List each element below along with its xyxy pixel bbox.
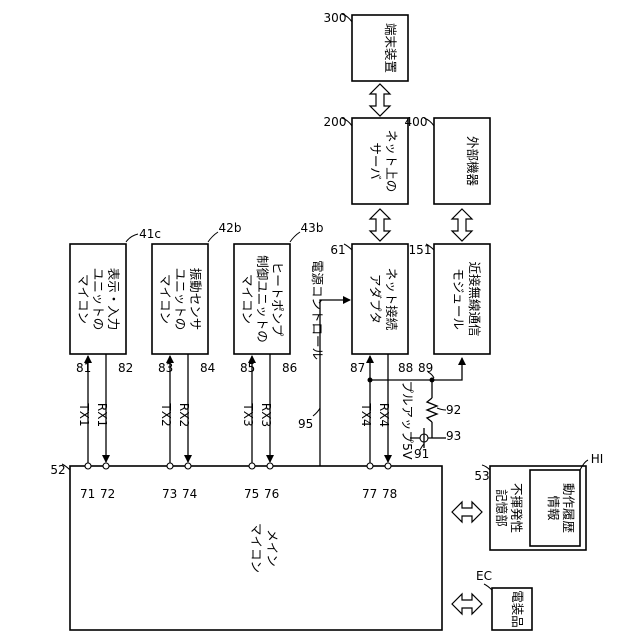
display-mcu-label-line1: 表示・入力 (106, 268, 121, 331)
near-field-wireless-module: 近接無線通信 モジュール 151 (409, 243, 490, 354)
ref-75: 75 (244, 487, 259, 501)
ref-83: 83 (158, 361, 173, 375)
ref-74: 74 (182, 487, 197, 501)
ref-93: 93 (446, 429, 461, 443)
server-label-line2: サーバ (368, 142, 383, 179)
vibration-mcu-label-line2: ユニットの (173, 268, 188, 331)
nvm-ref: 53 (474, 469, 489, 483)
rx4-label: RX4 (377, 403, 391, 427)
heatpump-mcu-label-line3: マイコン (240, 274, 255, 324)
history-label-line1: 動作履歴 (561, 483, 576, 533)
tx2-label: TX2 (159, 402, 173, 426)
pullup-5v-label: プルアップ5V (400, 380, 415, 459)
main-mcu-ref: 52 (50, 463, 65, 477)
ref-78: 78 (382, 487, 397, 501)
external-device-label: 外部機器 (465, 136, 480, 187)
nvm-label-line1: 不揮発性 (509, 483, 524, 533)
rx1-label: RX1 (95, 403, 109, 427)
tx4-label: TX4 (359, 402, 373, 426)
double-arrow-main-appliance (452, 594, 482, 614)
net-connection-adapter: ネット接続 アダプタ 61 (330, 243, 408, 354)
ref-92: 92 (446, 403, 461, 417)
display-input-mcu: 表示・入力 ユニットの マイコン 41c (70, 227, 161, 354)
ref-95: 95 (298, 417, 313, 431)
heatpump-mcu-ref: 43b (301, 221, 324, 235)
ref-77: 77 (362, 487, 377, 501)
ref-81: 81 (76, 361, 91, 375)
double-arrow-external-wireless (452, 209, 472, 241)
history-ref: HI (591, 452, 604, 466)
terminal-device: 端末装置 300 (324, 11, 408, 81)
appliance-label: 電装品 (510, 590, 525, 628)
wireless-label-line1: 近接無線通信 (467, 261, 482, 336)
vibration-mcu-label-line3: マイコン (158, 274, 173, 324)
wireless-label-line2: モジュール (451, 268, 466, 330)
external-device-ref: 400 (405, 115, 428, 129)
rx2-label: RX2 (177, 403, 191, 427)
ref-84: 84 (200, 361, 215, 375)
vibration-mcu-ref: 42b (219, 221, 242, 235)
ref-76: 76 (264, 487, 279, 501)
history-label-line2: 情報 (546, 495, 561, 521)
vibration-sensor-mcu: 振動センサ ユニットの マイコン 42b (152, 221, 241, 354)
ref-72: 72 (100, 487, 115, 501)
electrical-appliance: 電装品 EC (476, 569, 532, 630)
main-mcu-label-line1: メイン (265, 529, 280, 567)
wireless-ref: 151 (409, 243, 432, 257)
vibration-mcu-label-line1: 振動センサ (188, 268, 203, 331)
appliance-ref: EC (476, 569, 492, 583)
server-label-line1: ネット上の (384, 130, 399, 193)
nvm-label-line2: 記憶部 (494, 489, 509, 527)
ref-85: 85 (240, 361, 255, 375)
ref-86: 86 (282, 361, 297, 375)
adapter-ref: 61 (330, 243, 345, 257)
terminal-device-label: 端末装置 (383, 23, 398, 73)
ref-73: 73 (162, 487, 177, 501)
display-mcu-ref: 41c (139, 227, 161, 241)
display-mcu-label-line3: マイコン (76, 274, 91, 324)
rx3-label: RX3 (259, 403, 273, 427)
external-device: 外部機器 400 (405, 115, 490, 204)
tx3-label: TX3 (241, 402, 255, 426)
ref-87: 87 (350, 361, 365, 375)
main-mcu-label-line2: マイコン (249, 523, 264, 573)
power-control-line: 電源コントロール 95 (298, 260, 350, 466)
ref-89: 89 (418, 361, 433, 375)
heatpump-mcu-label-line1: ヒートポンプ (270, 262, 285, 337)
adapter-label-line2: アダプタ (368, 274, 383, 324)
double-arrow-terminal-server (370, 84, 390, 116)
terminal-device-ref: 300 (324, 11, 347, 25)
tx1-label: TX1 (77, 402, 91, 426)
ref-88: 88 (398, 361, 413, 375)
wireless-branch-line: 89 (368, 358, 463, 383)
double-arrow-main-nvm (452, 502, 482, 522)
display-mcu-label-line2: ユニットの (91, 268, 106, 331)
server-ref: 200 (324, 115, 347, 129)
net-server: ネット上の サーバ 200 (324, 115, 408, 204)
pullup-switch: 91 93 (410, 428, 461, 461)
heatpump-mcu-label-line2: 制御ユニットの (255, 255, 270, 343)
power-control-label: 電源コントロール (310, 260, 325, 360)
adapter-label-line1: ネット接続 (384, 268, 399, 331)
double-arrow-server-adapter (370, 209, 390, 241)
ref-91: 91 (414, 447, 429, 461)
ref-71: 71 (80, 487, 95, 501)
ref-82: 82 (118, 361, 133, 375)
